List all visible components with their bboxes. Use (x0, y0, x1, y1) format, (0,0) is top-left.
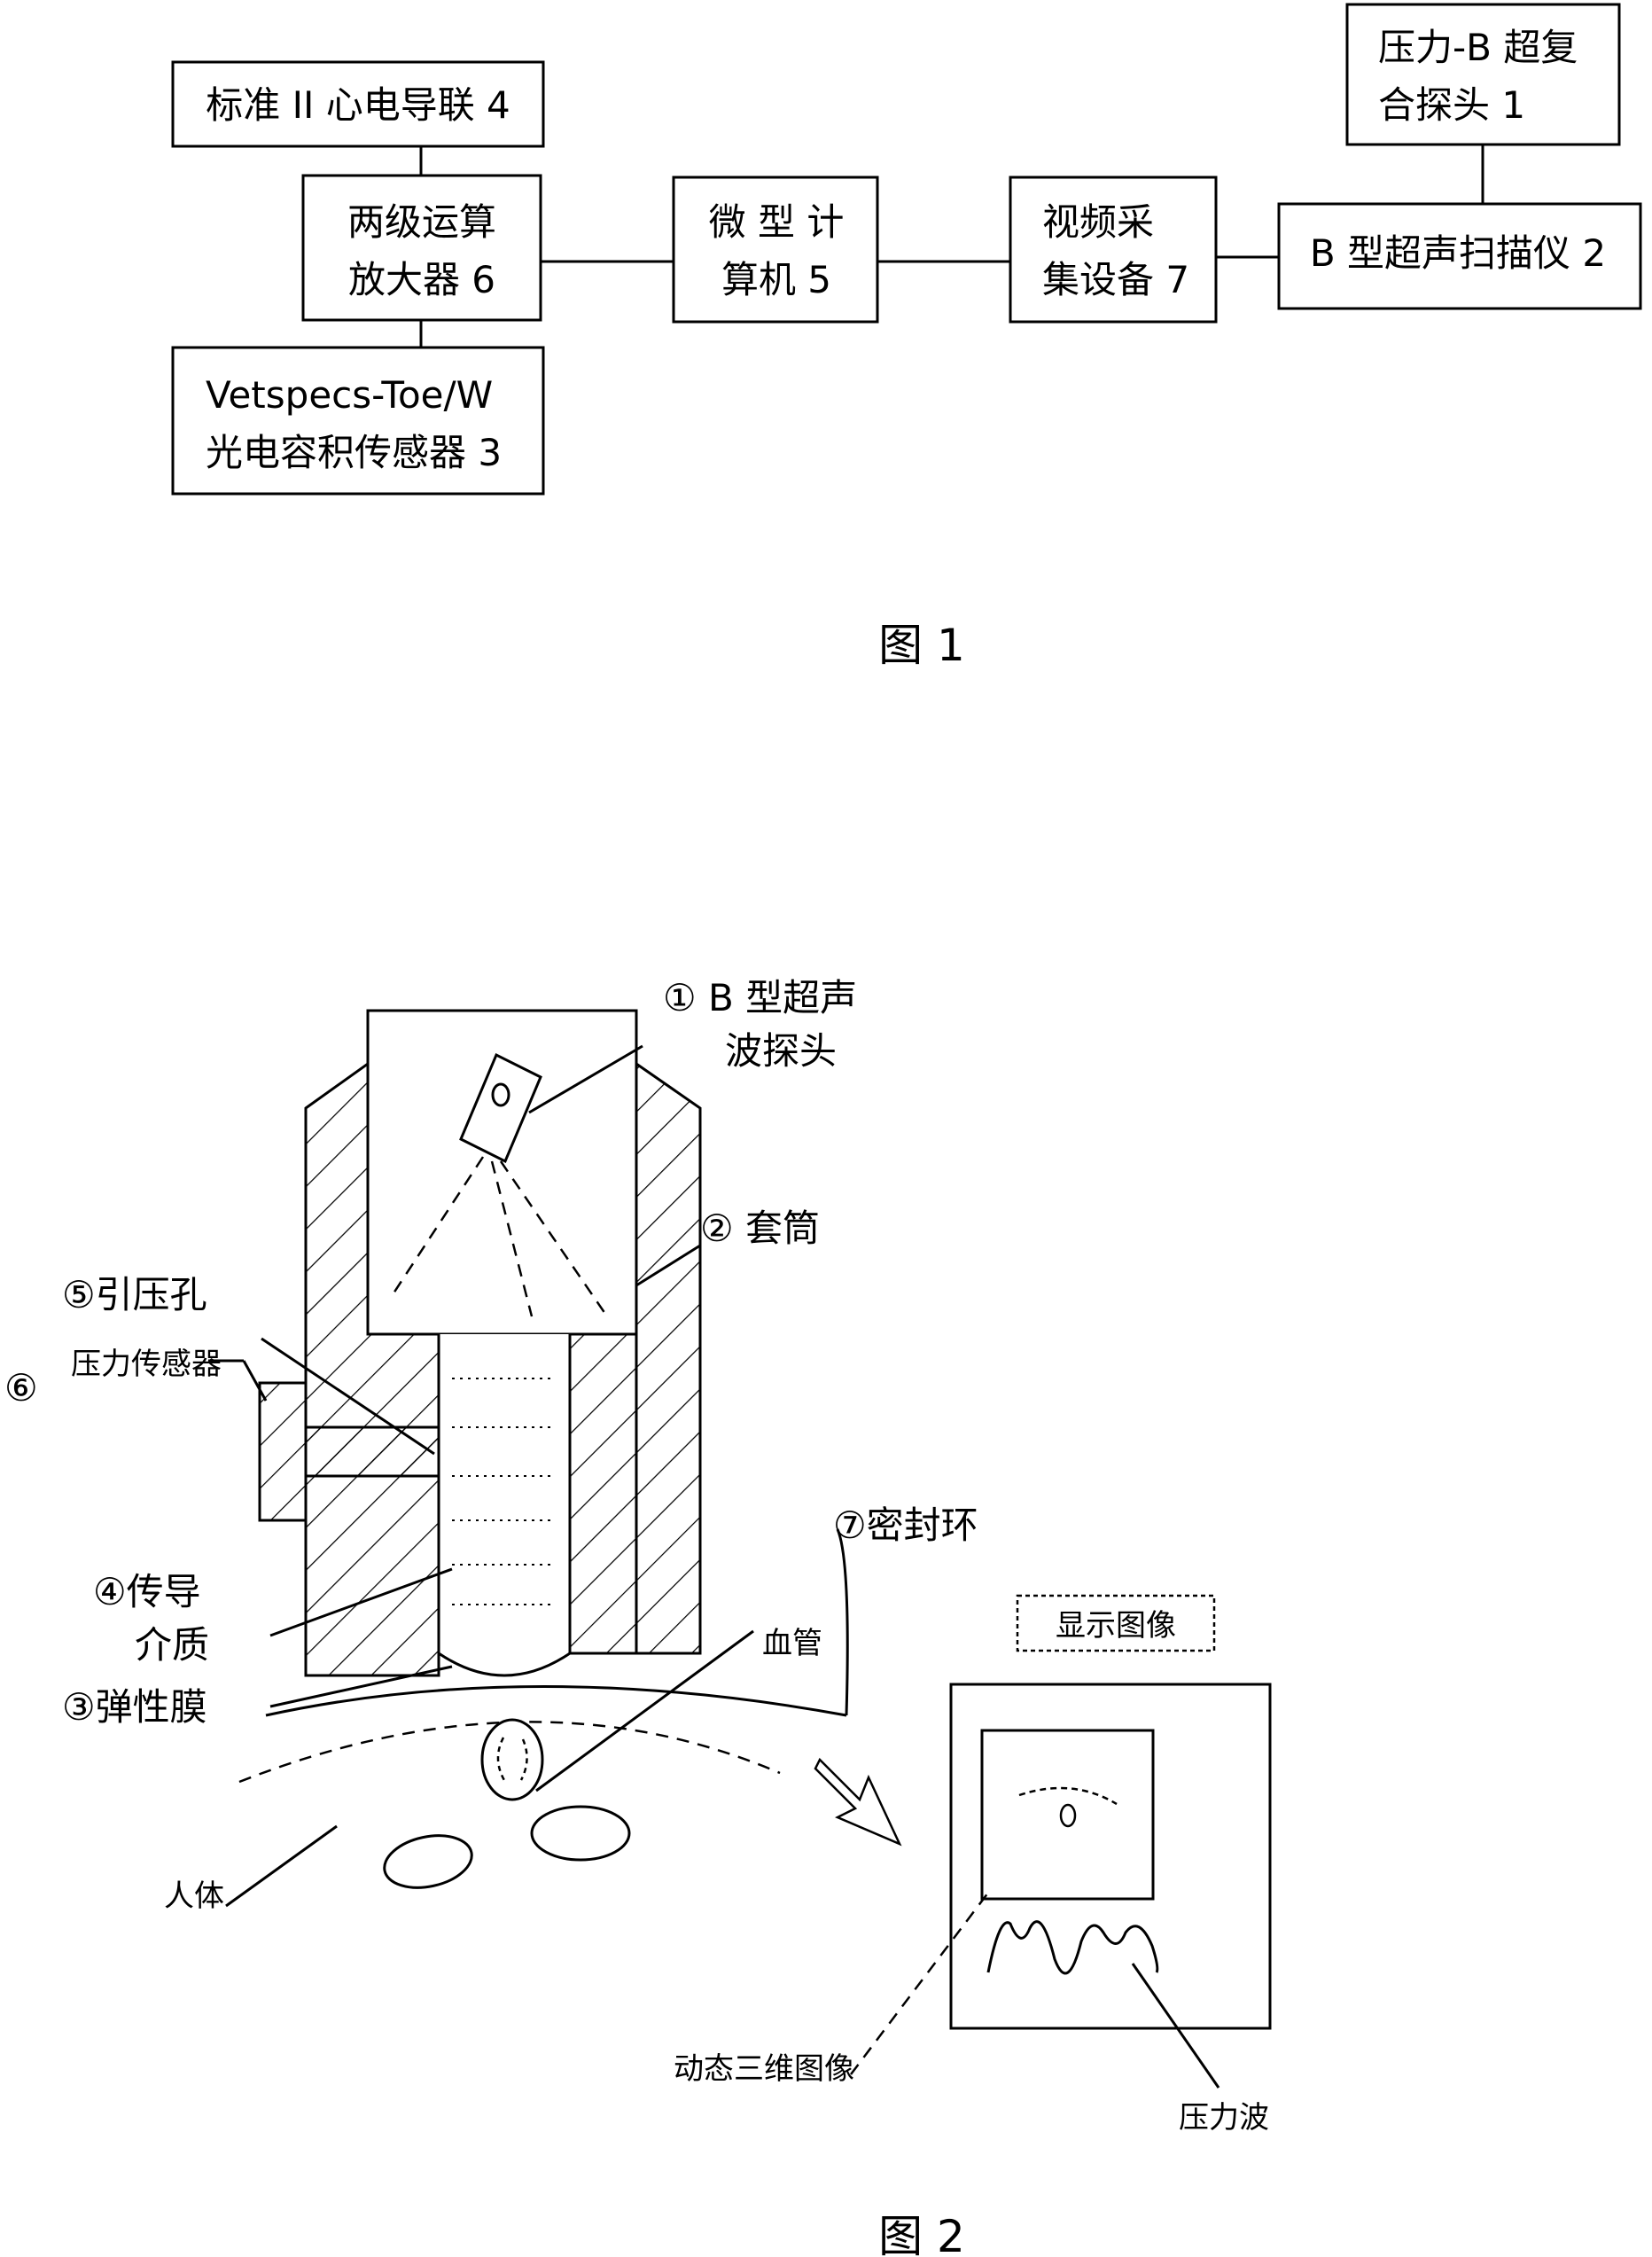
box-ultrasound-scanner-label: B 型超声扫描仪 2 (1310, 231, 1606, 275)
pressure-wave-label: 压力波 (1179, 2100, 1269, 2136)
box-photo-sensor-label-2: 光电容积传感器 3 (206, 431, 502, 474)
box-video-capture-label-2: 集设备 7 (1042, 258, 1189, 301)
box-microcomputer-label-2: 算机 5 (721, 258, 831, 301)
box-amplifier-label-1: 两级运算 (347, 200, 496, 244)
figure-2-probe-schematic: 显示图像 ① B 型超声 波探头 ② 套筒 ⑤引压孔 ⑥ 压力传感器 ⑦密封环 … (4, 976, 1270, 2257)
display-monitor: 显示图像 (951, 1596, 1270, 2028)
conduction-medium-channel (439, 1334, 570, 1675)
figure-1-block-diagram: 标准 II 心电导联 4 两级运算 放大器 6 Vetspecs-Toe/W 光… (173, 4, 1640, 671)
medium-label-line-1: ④传导 (93, 1570, 201, 1613)
box-ecg-lead-label: 标准 II 心电导联 4 (206, 83, 510, 127)
box-ultrasound-scanner: B 型超声扫描仪 2 (1279, 204, 1640, 308)
box-microcomputer: 微 型 计 算机 5 (674, 177, 877, 322)
vessel-label: 血管 (762, 1626, 822, 1661)
display-title: 显示图像 (1056, 1608, 1176, 1644)
hollow-arrow-icon (815, 1760, 900, 1844)
pressure-sensor-label: 压力传感器 (71, 1347, 222, 1382)
box-photo-sensor: Vetspecs-Toe/W 光电容积传感器 3 (173, 348, 543, 494)
box-composite-probe: 压力-B 超复 合探头 1 (1347, 4, 1619, 144)
medium-label-line-2: 介质 (135, 1623, 209, 1667)
human-body-label: 人体 (164, 1878, 224, 1914)
ultrasound-probe (368, 1011, 636, 1334)
box-amplifier-label-2: 放大器 6 (348, 258, 495, 301)
sensor-number-label: ⑥ (4, 1366, 38, 1410)
sleeve-label: ② 套筒 (700, 1207, 820, 1250)
figure-1-caption: 图 1 (878, 620, 965, 671)
box-video-capture: 视频采 集设备 7 (1010, 177, 1216, 322)
box-video-capture-label-1: 视频采 (1042, 200, 1154, 244)
box-amplifier: 两级运算 放大器 6 (303, 176, 541, 320)
seal-ring-label: ⑦密封环 (833, 1503, 978, 1547)
box-composite-probe-label-1: 压力-B 超复 (1378, 26, 1578, 69)
elastic-membrane-label: ③弹性膜 (62, 1685, 207, 1729)
box-ecg-lead: 标准 II 心电导联 4 (173, 62, 543, 146)
box-composite-probe-label-2: 合探头 1 (1378, 83, 1525, 127)
probe-label-line-2: 波探头 (725, 1029, 837, 1073)
dynamic-3d-image-label: 动态三维图像 (674, 2051, 854, 2087)
probe-label-line-1: ① B 型超声 (663, 976, 857, 1019)
box-photo-sensor-label-1: Vetspecs-Toe/W (206, 373, 493, 417)
figure-2-caption: 图 2 (878, 2211, 965, 2257)
pressure-port-label: ⑤引压孔 (62, 1273, 207, 1316)
box-microcomputer-label-1: 微 型 计 (709, 200, 845, 244)
